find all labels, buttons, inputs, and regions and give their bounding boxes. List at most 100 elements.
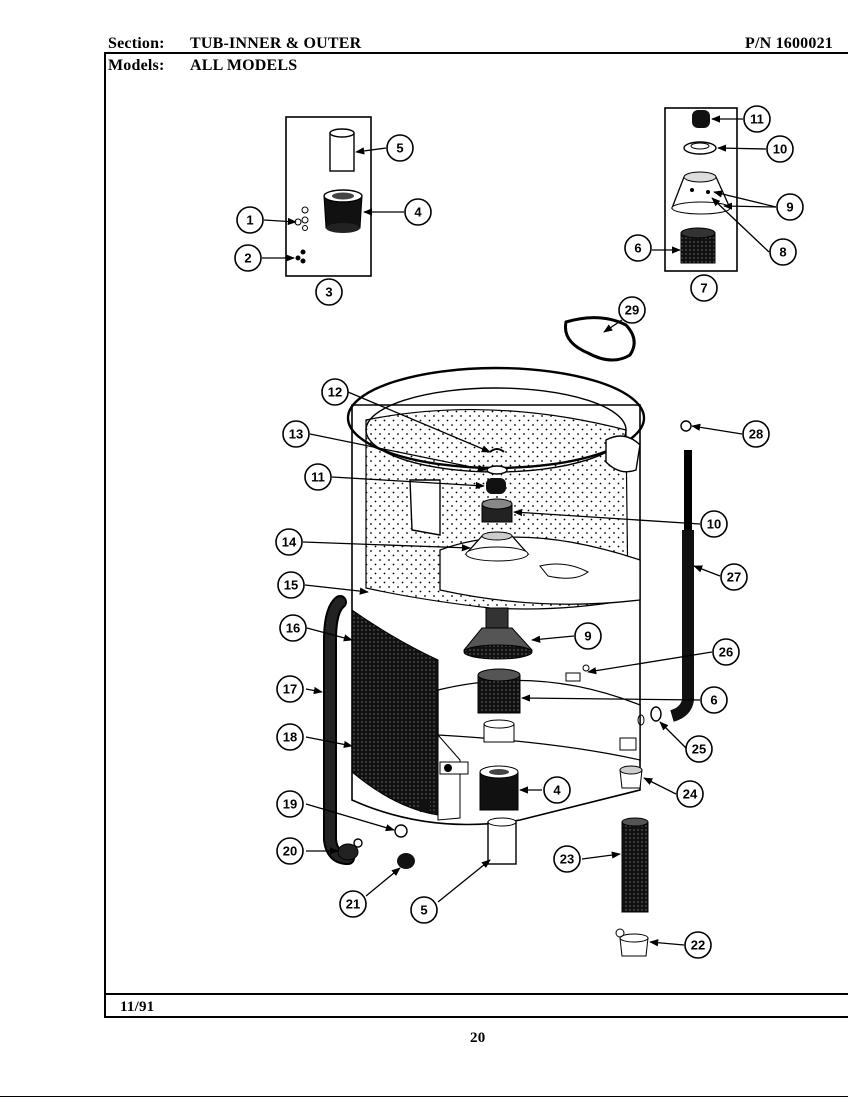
callout-27: 27	[720, 563, 748, 591]
part-11-cap-small	[692, 110, 710, 128]
part-10-ring-small	[683, 141, 717, 155]
callout-10-top: 10	[766, 135, 794, 163]
part-5-cylinder-small	[329, 128, 355, 172]
revision-date: 11/91	[120, 999, 155, 1015]
part-hub	[483, 719, 515, 743]
page-number: 20	[470, 1030, 486, 1046]
svg-text:4: 4	[553, 783, 561, 798]
footer-top-rule	[104, 993, 848, 995]
part-21-plug	[397, 853, 415, 869]
part-17-hose	[323, 595, 355, 865]
callout-25: 25	[685, 735, 713, 763]
svg-text:15: 15	[284, 578, 298, 593]
callout-11-top: 11	[743, 105, 771, 133]
callout-11-main: 11	[304, 463, 332, 491]
svg-text:10: 10	[707, 517, 721, 532]
callout-13: 13	[282, 420, 310, 448]
svg-text:13: 13	[289, 427, 303, 442]
kit-box-right	[664, 107, 738, 272]
svg-text:26: 26	[719, 645, 733, 660]
part-28-clamp	[680, 420, 692, 432]
footer-bottom-rule	[104, 1016, 848, 1018]
callout-1: 1	[236, 206, 264, 234]
part-6-nut-small	[680, 227, 716, 264]
callout-23: 23	[553, 845, 581, 873]
svg-text:6: 6	[710, 693, 717, 708]
callout-10-main: 10	[700, 510, 728, 538]
svg-text:27: 27	[727, 570, 741, 585]
models-value: ALL MODELS	[190, 57, 298, 74]
callout-8: 8	[769, 238, 797, 266]
svg-text:3: 3	[325, 285, 332, 300]
svg-text:7: 7	[700, 281, 707, 296]
svg-text:28: 28	[749, 427, 763, 442]
callout-4-main: 4	[543, 776, 571, 804]
page-bottom-rule	[0, 1096, 848, 1097]
callout-17: 17	[276, 675, 304, 703]
svg-text:11: 11	[750, 112, 764, 127]
callout-20: 20	[276, 837, 304, 865]
svg-text:29: 29	[625, 303, 639, 318]
callout-6-top: 6	[624, 234, 652, 262]
section-label: Section:	[108, 35, 165, 52]
part-1-washers	[294, 206, 309, 231]
part-4-nut	[479, 765, 519, 811]
part-24-coupling	[619, 765, 643, 789]
callout-2: 2	[234, 244, 262, 272]
callout-21: 21	[339, 890, 367, 918]
callout-7: 7	[690, 274, 718, 302]
part-22-cap	[615, 928, 649, 957]
callout-4-top: 4	[404, 198, 432, 226]
frame-left-rule	[104, 52, 106, 1018]
svg-text:1: 1	[246, 213, 253, 228]
callout-15: 15	[277, 571, 305, 599]
callout-18: 18	[276, 723, 304, 751]
callout-6-main: 6	[700, 686, 728, 714]
callout-12: 12	[321, 378, 349, 406]
part-20-elbow	[337, 838, 363, 861]
callout-28: 28	[742, 420, 770, 448]
svg-text:25: 25	[692, 742, 706, 757]
leader-lines	[262, 115, 777, 947]
part-11-cap	[486, 478, 506, 494]
part-10-ring	[481, 498, 513, 523]
bracket	[439, 761, 469, 775]
part-14-seal	[464, 531, 530, 562]
part-6-nut	[477, 668, 521, 714]
svg-text:10: 10	[773, 142, 787, 157]
svg-text:17: 17	[283, 682, 297, 697]
outer-tub	[346, 366, 646, 826]
svg-text:12: 12	[328, 385, 342, 400]
svg-text:9: 9	[584, 629, 591, 644]
part-19-clamp	[394, 824, 408, 838]
svg-text:5: 5	[420, 903, 427, 918]
callout-26: 26	[712, 638, 740, 666]
part-5-cylinder	[487, 817, 517, 865]
svg-text:23: 23	[560, 852, 574, 867]
svg-text:14: 14	[282, 535, 297, 550]
svg-text:20: 20	[283, 844, 297, 859]
callout-19: 19	[276, 790, 304, 818]
svg-text:24: 24	[683, 787, 698, 802]
svg-text:2: 2	[244, 251, 251, 266]
part-4-nut-small	[323, 189, 363, 233]
svg-text:22: 22	[691, 938, 705, 953]
part-27-hose	[670, 450, 694, 722]
callout-5-main: 5	[410, 896, 438, 924]
part-9-cone	[462, 607, 534, 660]
svg-text:9: 9	[786, 200, 793, 215]
callout-3: 3	[315, 278, 343, 306]
callout-22: 22	[684, 931, 712, 959]
svg-text:11: 11	[311, 470, 325, 485]
svg-text:5: 5	[396, 141, 403, 156]
callout-9-main: 9	[574, 622, 602, 650]
section-title: TUB-INNER & OUTER	[190, 35, 362, 52]
svg-text:18: 18	[283, 730, 297, 745]
part-12-screw	[489, 448, 505, 453]
callout-9-top: 9	[776, 193, 804, 221]
part-2-screws	[295, 249, 306, 264]
callout-16: 16	[279, 614, 307, 642]
svg-text:19: 19	[283, 797, 297, 812]
svg-text:16: 16	[286, 621, 300, 636]
